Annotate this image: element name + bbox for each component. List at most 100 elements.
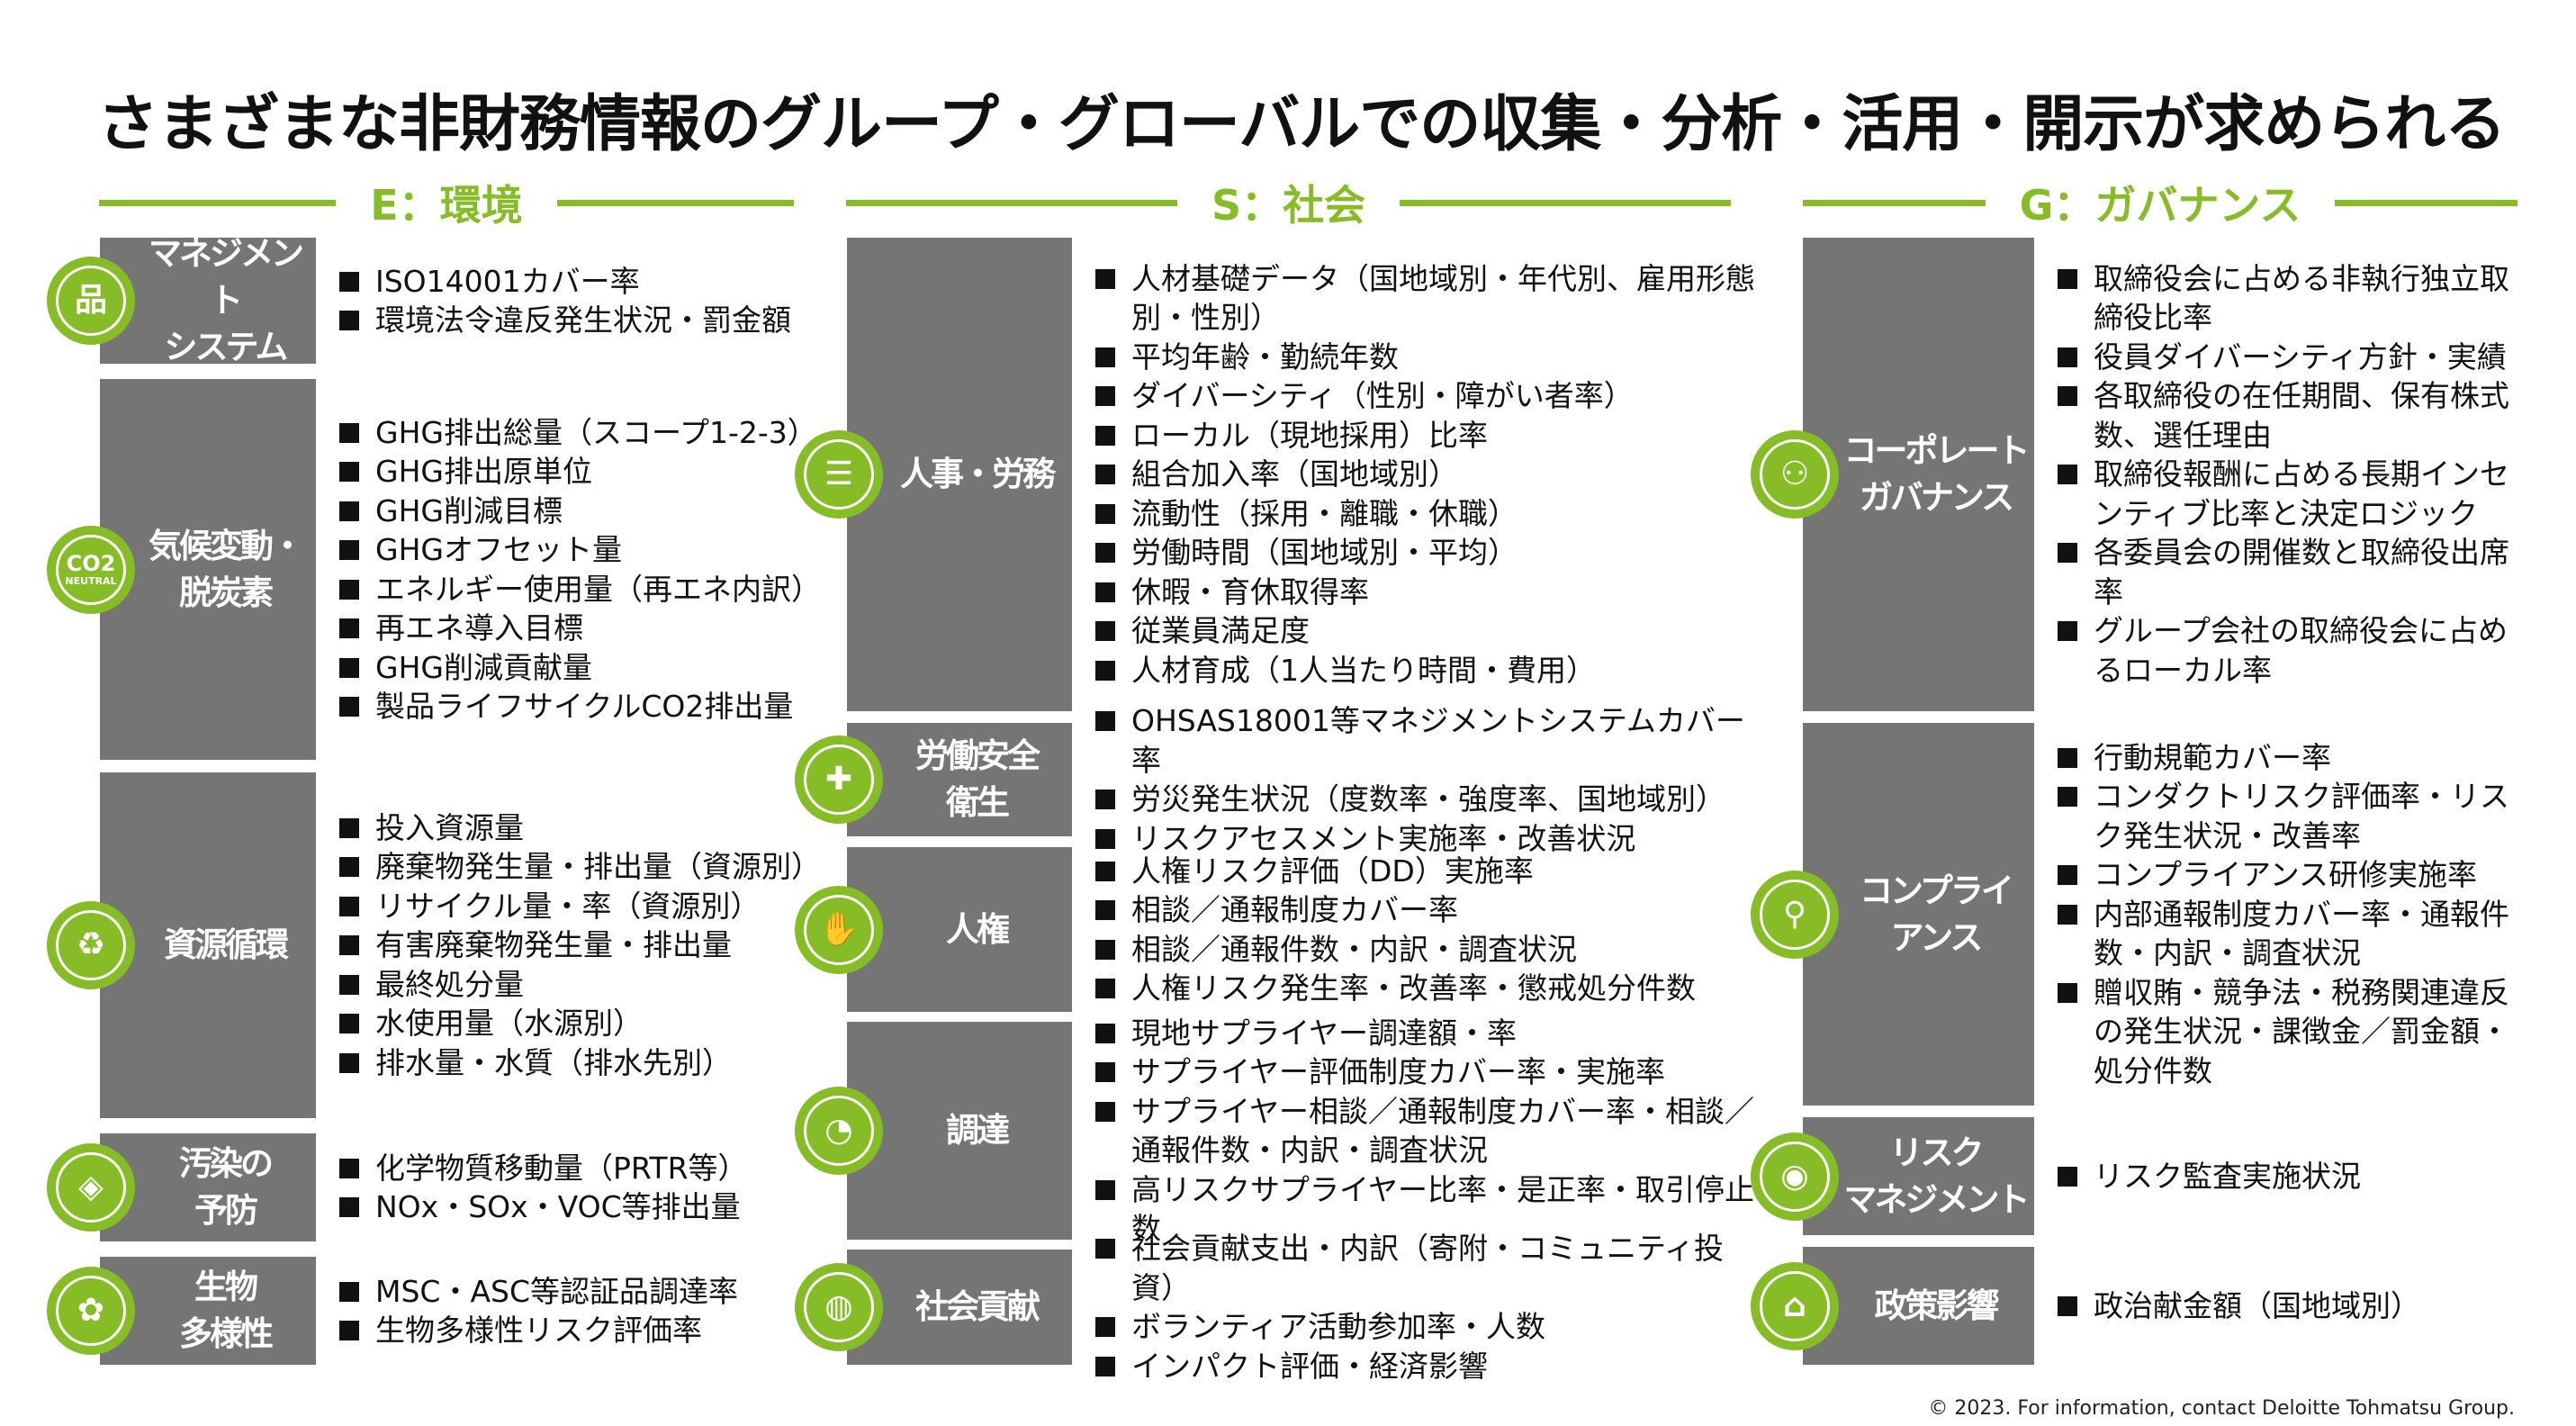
bullet-square-icon (1095, 582, 1115, 602)
divider (1803, 199, 1986, 206)
bullet-square-icon (1095, 861, 1115, 881)
list-item: サプライヤー相談／通報制度カバー率・相談／通報件数・内訳・調査状況 (1095, 1092, 1761, 1170)
list-item: 廃棄物発生量・排出量（資源別） (339, 847, 821, 887)
list-item: 高リスクサプライヤー比率・是正率・取引停止数 (1095, 1170, 1761, 1249)
list-item: 各委員会の開催数と取締役出席率 (2058, 533, 2526, 611)
list-item: コンプライアンス研修実施率 (2058, 855, 2526, 895)
paw-icon: ✿ (47, 1267, 135, 1355)
metric-text: GHG削減目標 (375, 492, 563, 528)
category-label: 生物 多様性 (100, 1257, 316, 1365)
metric-list: リスク監査実施状況 (2034, 1117, 2526, 1235)
bullet-square-icon (2058, 268, 2077, 289)
list-item: 役員ダイバーシティ方針・実績 (2058, 338, 2526, 377)
metric-list: 政治献金額（国地域別） (2034, 1247, 2526, 1365)
metric-text: ローカル（現地採用）比率 (1131, 417, 1488, 453)
metric-text: リスクアセスメント実施率・改善状況 (1131, 820, 1636, 856)
bullet-square-icon (2058, 465, 2077, 485)
category-label: 気候変動・ 脱炭素 (100, 379, 316, 760)
bullet-square-icon (1095, 1239, 1115, 1259)
list-item: 人権リスク発生率・改善率・懲戒処分件数 (1095, 969, 1761, 1008)
category-row: 汚染の 予防化学物質移動量（PRTR等）NOx・SOx・VOC等排出量 (100, 1133, 807, 1241)
bullet-square-icon (339, 462, 359, 482)
metric-text: OHSAS18001等マネジメントシステムカバー率 (1131, 703, 1745, 778)
bullet-square-icon (1095, 979, 1115, 998)
category-label: 汚染の 予防 (100, 1133, 316, 1241)
category-row: 社会貢献社会貢献支出・内訳（寄附・コミュニティ投資）ボランティア活動参加率・人数… (847, 1231, 1761, 1384)
category-label: マネジメント システム (100, 234, 316, 366)
category-label: 人事・労務 (847, 238, 1072, 711)
bullet-square-icon (1095, 1023, 1115, 1043)
metric-text: 内部通報制度カバー率・通報件数・内訳・調査状況 (2094, 896, 2509, 971)
list-item: 労災発生状況（度数率・強度率、国地域別） (1095, 780, 1761, 819)
metric-text: サプライヤー評価制度カバー率・実施率 (1131, 1054, 1666, 1089)
list-item: 人材育成（1人当たり時間・費用） (1095, 651, 1761, 690)
list-item: GHGオフセット量 (339, 530, 807, 570)
metric-text: 人権リスク評価（DD）実施率 (1131, 853, 1534, 889)
eye-icon: ◉ (1751, 1132, 1839, 1221)
list-item: 水使用量（水源別） (339, 1004, 807, 1043)
bullet-square-icon (1095, 711, 1115, 731)
metric-text: 休暇・育休取得率 (1131, 573, 1369, 609)
icon-ring: ◔ (804, 1096, 874, 1166)
bullet-square-icon (339, 935, 359, 956)
list-item: ISO14001カバー率 (339, 262, 807, 302)
bullet-square-icon (1095, 828, 1115, 849)
metric-text: 各取締役の在任期間、保有株式数、選任理由 (2094, 378, 2509, 453)
bullet-square-icon (339, 271, 359, 292)
category-label: 調達 (847, 1022, 1072, 1240)
list-item: 最終処分量 (339, 965, 807, 1005)
category-label: コンプライ アンス (1803, 723, 2034, 1106)
co2-neutral-icon: CO2 NEUTRAL (47, 525, 135, 614)
section-label: S：社会 (1211, 181, 1366, 230)
list-item: インパクト評価・経済影響 (1095, 1347, 1761, 1386)
metric-text: インパクト評価・経済影響 (1131, 1348, 1488, 1384)
metric-text: 排水量・水質（排水先別） (375, 1044, 732, 1080)
metric-text: 平均年齢・勤続年数 (1131, 338, 1399, 375)
bullet-square-icon (1095, 1317, 1115, 1337)
list-item: 政治献金額（国地域別） (2058, 1286, 2526, 1326)
list-item: 休暇・育休取得率 (1095, 573, 1761, 612)
pollution-icon: ◈ (47, 1143, 135, 1232)
metric-text: 人権リスク発生率・改善率・懲戒処分件数 (1131, 970, 1696, 1006)
list-item: 労働時間（国地域別・平均） (1095, 533, 1761, 573)
bullet-square-icon (2058, 347, 2077, 367)
metric-text: 生物多様性リスク評価率 (375, 1313, 702, 1348)
category-row: 政策影響政治献金額（国地域別） (1803, 1247, 2526, 1365)
metric-text: 最終処分量 (375, 966, 524, 1002)
bullet-square-icon (1095, 790, 1115, 809)
metric-text: 労働時間（国地域別・平均） (1131, 535, 1518, 571)
list-item: 排水量・水質（排水先別） (339, 1043, 807, 1083)
bullet-square-icon (1095, 621, 1115, 642)
divider (846, 199, 1177, 206)
list-item: 取締役会に占める非執行独立取締役比率 (2058, 259, 2526, 338)
list-item: 再エネ導入目標 (339, 609, 807, 648)
pie-chart-icon: ◔ (795, 1087, 883, 1175)
metric-text: 廃棄物発生量・排出量（資源別） (375, 849, 821, 885)
category-label: 社会貢献 (847, 1250, 1072, 1365)
metric-text: GHG排出原単位 (375, 454, 592, 489)
list-item: ダイバーシティ（性別・障がい者率） (1095, 376, 1761, 416)
list-item: ローカル（現地採用）比率 (1095, 416, 1761, 456)
bullet-square-icon (339, 817, 359, 838)
category-label: 労働安全 衛生 (847, 723, 1072, 836)
bullet-square-icon (339, 1158, 359, 1178)
metric-text: 贈収賄・競争法・税務関連違反の発生状況・課徴金／罰金額・処分件数 (2094, 974, 2509, 1088)
list-item: GHG削減目標 (339, 492, 807, 531)
metric-text: グループ会社の取締役会に占めるローカル率 (2094, 613, 2508, 688)
list-item: GHG削減貢献量 (339, 648, 807, 688)
metric-text: ダイバーシティ（性別・障がい者率） (1131, 378, 1634, 414)
bullet-square-icon (2058, 386, 2077, 407)
icon-ring: 品 (56, 266, 126, 336)
bullet-square-icon (2058, 621, 2077, 642)
metric-list: OHSAS18001等マネジメントシステムカバー率労災発生状況（度数率・強度率、… (1072, 703, 1761, 856)
list-item: 化学物質移動量（PRTR等） (339, 1149, 807, 1188)
metric-list: 人権リスク評価（DD）実施率相談／通報制度カバー率相談／通報件数・内訳・調査状況… (1072, 847, 1761, 1012)
category-label: リスク マネジメント (1803, 1117, 2034, 1235)
list-item: 取締役報酬に占める長期インセンティブ比率と決定ロジック (2058, 455, 2526, 533)
bullet-square-icon (1095, 900, 1115, 920)
metric-list: 行動規範カバー率コンダクトリスク評価率・リスク発生状況・改善率コンプライアンス研… (2034, 723, 2526, 1106)
list-item: MSC・ASC等認証品調達率 (339, 1272, 807, 1312)
category-row: 調達現地サプライヤー調達額・率サプライヤー評価制度カバー率・実施率サプライヤー相… (847, 1015, 1761, 1246)
bullet-square-icon (339, 974, 359, 995)
list-item: ボランティア活動参加率・人数 (1095, 1307, 1761, 1347)
